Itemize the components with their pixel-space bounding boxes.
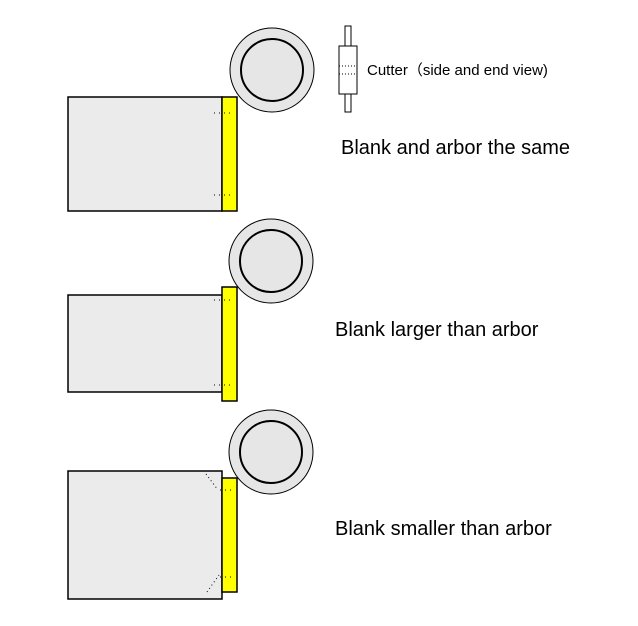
cutter-side-view	[338, 25, 358, 113]
arbor-circle	[239, 229, 303, 293]
arbor-spacer	[221, 286, 238, 402]
blank	[67, 96, 223, 212]
case-larger	[67, 218, 314, 402]
case-smaller	[67, 409, 314, 600]
case-same	[67, 27, 315, 212]
arbor-circle	[240, 38, 304, 102]
blank	[67, 470, 223, 600]
arbor-spacer	[221, 477, 238, 593]
arbor-spacer	[221, 96, 238, 212]
case-smaller-label: Blank smaller than arbor	[335, 518, 552, 540]
case-same-label: Blank and arbor the same	[341, 137, 571, 159]
arbor-circle	[239, 420, 303, 484]
blank	[67, 294, 223, 393]
cutter-label: Cutter（side and end view)	[367, 62, 548, 79]
case-larger-label: Blank larger than arbor	[335, 319, 539, 341]
